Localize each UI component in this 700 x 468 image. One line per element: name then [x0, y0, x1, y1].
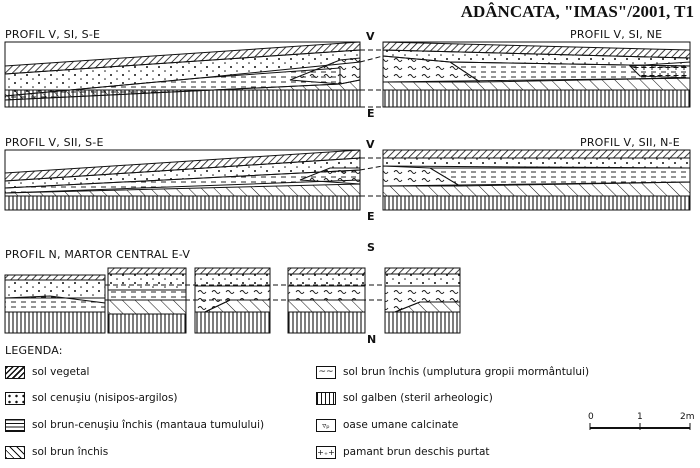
figure-title: ADÂNCATA, "IMAS"/2001, T1 — [460, 2, 694, 21]
profile-2-left — [4, 149, 361, 211]
swatch-dots — [5, 392, 25, 405]
swatch-diagonal-hatch — [5, 366, 25, 379]
profile-2-right — [382, 149, 691, 211]
section-2-left-label: PROFIL V, SII, S-E — [5, 136, 104, 149]
box-4 — [287, 267, 366, 334]
legend-item: sol cenuşiu (nisipos-argilos) — [32, 392, 178, 404]
section-2-bottom-dir: E — [367, 210, 375, 223]
section-3-top-dir: S — [367, 241, 375, 254]
swatch-dashes — [5, 419, 25, 432]
scale-tick-2: 2m — [680, 412, 695, 422]
section-1-right-label: PROFIL V, SI, NE — [570, 28, 663, 41]
swatch-vertical-lines — [316, 392, 336, 405]
scale-bar — [589, 423, 691, 430]
profile-3-boxes — [4, 267, 461, 334]
swatch-bones: ▿ₚ — [316, 419, 336, 432]
legend-title: LEGENDA: — [5, 344, 63, 357]
profile-1-right — [382, 41, 691, 108]
section-3-bottom-dir: N — [367, 333, 377, 346]
section-1-bottom-dir: E — [367, 107, 375, 120]
box-1 — [4, 274, 106, 334]
legend-item: sol galben (steril arheologic) — [343, 392, 493, 404]
section-2-right-label: PROFIL V, SII, N-E — [580, 136, 680, 149]
legend-item: sol vegetal — [32, 366, 90, 378]
swatch-waves: ~~ — [316, 366, 336, 379]
swatch-wide-diagonal — [5, 446, 25, 459]
section-1-left-label: PROFIL V, SI, S-E — [5, 28, 101, 41]
legend-item: sol brun închis — [32, 446, 109, 458]
section-2-top-dir: V — [366, 138, 375, 151]
scale-tick-1: 1 — [637, 412, 643, 422]
box-5 — [384, 267, 461, 334]
section-3-label: PROFIL N, MARTOR CENTRAL E-V — [5, 248, 191, 261]
legend-item: oase umane calcinate — [343, 419, 459, 431]
section-1-top-dir: V — [366, 30, 375, 43]
box-2 — [107, 267, 187, 334]
scale-tick-0: 0 — [588, 412, 594, 422]
box-3 — [194, 267, 271, 334]
profile-1-left — [4, 41, 361, 108]
swatch-crosses: +₊+ — [316, 446, 336, 459]
legend-item: pamant brun deschis purtat — [343, 446, 490, 458]
legend-item: sol brun închis (umplutura gropii mormân… — [343, 366, 590, 378]
legend-item: sol brun-cenuşiu închis (mantaua tumulul… — [32, 419, 265, 431]
